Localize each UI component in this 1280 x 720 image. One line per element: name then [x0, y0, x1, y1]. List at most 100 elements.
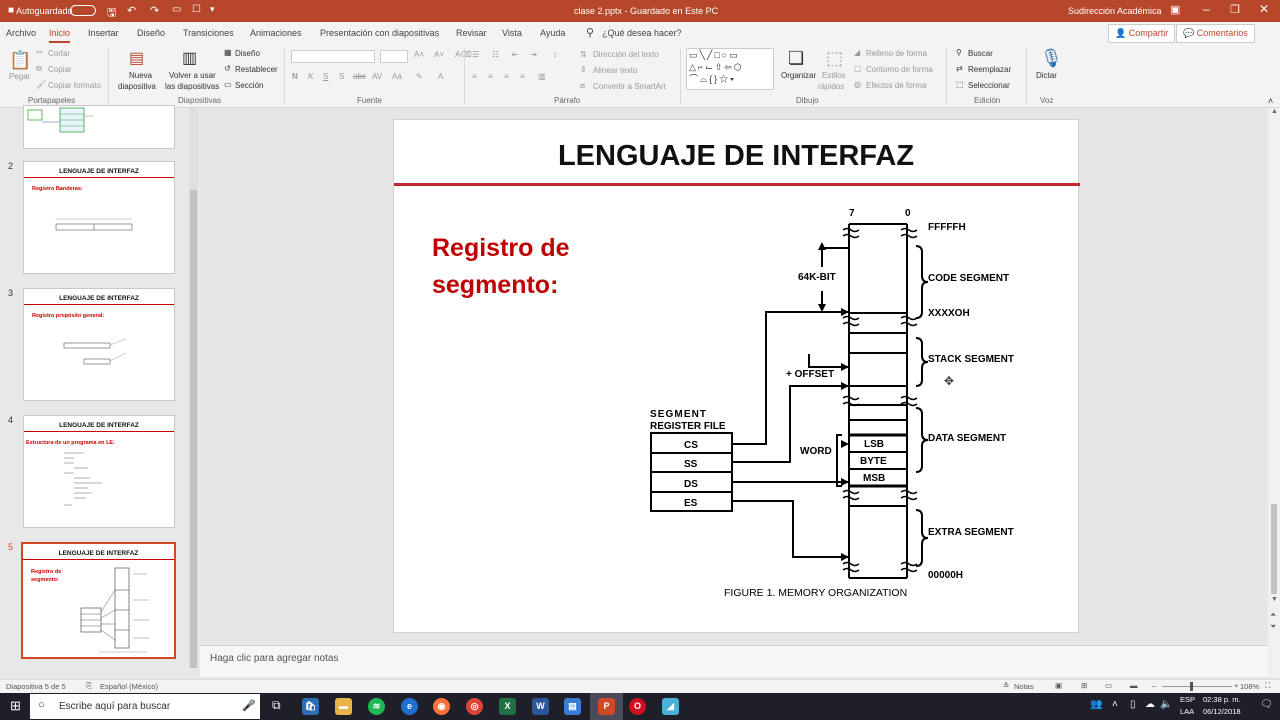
- save-icon[interactable]: ■: [8, 5, 15, 16]
- tray-chevron-icon[interactable]: ˄: [1112, 699, 1118, 710]
- shape-outline-button[interactable]: Contorno de forma: [866, 65, 933, 74]
- replace-button[interactable]: Reemplazar: [968, 65, 1012, 74]
- tab-revisar[interactable]: Revisar: [456, 28, 487, 38]
- thumbnail-scrollbar[interactable]: [189, 108, 198, 668]
- onedrive-icon[interactable]: ☁: [1145, 699, 1155, 710]
- reuse-slides-icon[interactable]: ▥: [182, 50, 198, 67]
- excel-icon[interactable]: X: [499, 698, 516, 715]
- fit-slide-icon[interactable]: ⛶: [1265, 681, 1271, 690]
- slide-thumbnail-4[interactable]: LENGUAJE DE INTERFAZ Estructura de un pr…: [23, 415, 175, 528]
- layout-icon[interactable]: ▦: [224, 48, 232, 57]
- shadow-icon[interactable]: S: [339, 72, 345, 81]
- change-case-icon[interactable]: Aa: [392, 72, 402, 81]
- italic-icon[interactable]: K: [308, 72, 314, 81]
- line-spacing-icon[interactable]: ↕: [553, 50, 557, 59]
- keyboard-lang-2[interactable]: LAA: [1180, 707, 1195, 716]
- highlight-icon[interactable]: ✎: [416, 72, 423, 81]
- customize-qat-icon[interactable]: ▾: [210, 4, 215, 14]
- comments-button[interactable]: 💬 Comentarios: [1176, 24, 1255, 43]
- slide-thumbnail-3[interactable]: LENGUAJE DE INTERFAZ Registro propósito …: [23, 288, 175, 401]
- dictate-button[interactable]: Dictar: [1036, 71, 1057, 80]
- align-left-icon[interactable]: ≡: [472, 72, 477, 81]
- close-icon[interactable]: ✕: [1259, 2, 1270, 16]
- quick-styles-label-1[interactable]: Estilos: [822, 71, 846, 80]
- replace-icon[interactable]: ⇄: [956, 64, 963, 73]
- justify-icon[interactable]: ≡: [520, 72, 525, 81]
- char-spacing-icon[interactable]: AV: [372, 72, 383, 81]
- align-center-icon[interactable]: ≡: [488, 72, 493, 81]
- zoom-slider[interactable]: [1162, 686, 1232, 687]
- microphone-icon[interactable]: 🎙: [1040, 48, 1063, 68]
- slide-thumbnail-1[interactable]: [23, 105, 175, 149]
- new-slide-label-2[interactable]: diapositiva: [118, 82, 156, 91]
- reuse-slides-label-2[interactable]: las diapositivas: [165, 82, 220, 91]
- tab-inicio[interactable]: Inicio: [49, 28, 71, 43]
- zoom-slider-thumb[interactable]: [1190, 682, 1193, 691]
- new-slide-label-1[interactable]: Nueva: [129, 71, 153, 80]
- align-text-icon[interactable]: ⇕: [580, 65, 587, 74]
- tab-vista[interactable]: Vista: [502, 28, 522, 38]
- notes-icon[interactable]: ≙: [1003, 681, 1010, 690]
- scroll-up-icon[interactable]: ▲: [1271, 108, 1278, 115]
- cut-button[interactable]: Cortar: [48, 49, 71, 58]
- columns-icon[interactable]: ▥: [538, 72, 546, 81]
- zoom-out-icon[interactable]: –: [1152, 681, 1157, 690]
- slide-thumbnail-5[interactable]: LENGUAJE DE INTERFAZ Registro de segment…: [21, 542, 176, 659]
- scroll-thumb[interactable]: [1271, 504, 1277, 594]
- word-icon[interactable]: W: [532, 698, 549, 715]
- scroll-down-icon[interactable]: ▼: [1271, 596, 1278, 603]
- people-icon[interactable]: 👥: [1090, 699, 1103, 710]
- quick-styles-icon[interactable]: ⬚: [826, 48, 844, 68]
- tab-archivo[interactable]: Archivo: [6, 28, 37, 38]
- shape-effects-button[interactable]: Efectos de forma: [866, 81, 927, 90]
- tab-ayuda[interactable]: Ayuda: [540, 28, 566, 38]
- copy-icon[interactable]: ⧉: [36, 64, 42, 73]
- slide-title[interactable]: LENGUAJE DE INTERFAZ: [557, 140, 915, 172]
- edge-icon[interactable]: e: [401, 698, 418, 715]
- underline-icon[interactable]: S: [323, 72, 329, 81]
- microphone-icon[interactable]: 🎤: [242, 700, 256, 712]
- section-button[interactable]: Sección: [235, 81, 264, 90]
- reuse-slides-label-1[interactable]: Volver a usar: [169, 71, 216, 80]
- slide-scrollbar[interactable]: ▲ ▼ ⏶ ⏷: [1268, 108, 1280, 678]
- present-icon[interactable]: ▭: [172, 4, 182, 15]
- slide-canvas[interactable]: LENGUAJE DE INTERFAZ Registro de segment…: [393, 119, 1080, 633]
- file-explorer-icon[interactable]: ▬: [335, 698, 352, 715]
- share-button[interactable]: 👤 Compartir: [1108, 24, 1176, 43]
- touch-mode-icon[interactable]: ☐: [192, 4, 201, 15]
- slide-heading-line-2[interactable]: segmento:: [432, 271, 559, 299]
- normal-view-icon[interactable]: ▣: [1055, 681, 1063, 690]
- tab-diseno[interactable]: Diseño: [137, 28, 166, 38]
- bullets-icon[interactable]: ☰: [472, 50, 480, 59]
- text-direction-icon[interactable]: ⇅: [580, 50, 587, 59]
- quick-styles-label-2[interactable]: rápidos: [818, 82, 845, 91]
- decrease-indent-icon[interactable]: ⇤: [512, 50, 519, 59]
- smartart-button[interactable]: Convertir a SmartArt: [593, 82, 666, 91]
- reading-view-icon[interactable]: ▭: [1105, 681, 1113, 690]
- minimize-icon[interactable]: –: [1203, 2, 1210, 16]
- layout-button[interactable]: Diseño: [235, 49, 260, 58]
- tab-animaciones[interactable]: Animaciones: [250, 28, 302, 38]
- find-button[interactable]: Buscar: [968, 49, 993, 58]
- reset-icon[interactable]: ↺: [224, 64, 231, 73]
- shape-fill-button[interactable]: Relleno de forma: [866, 49, 927, 58]
- reset-button[interactable]: Restablecer: [235, 65, 278, 74]
- grow-font-icon[interactable]: A˄: [414, 50, 425, 59]
- new-slide-icon[interactable]: ▤: [129, 50, 145, 67]
- tab-transiciones[interactable]: Transiciones: [183, 28, 234, 38]
- task-view-icon[interactable]: ⧉: [272, 698, 281, 712]
- account-name[interactable]: Sudirección Académica: [1068, 6, 1162, 16]
- clock-time[interactable]: 02:38 p. m.: [1203, 695, 1241, 704]
- search-icon[interactable]: ⚲: [956, 48, 962, 57]
- bold-icon[interactable]: N: [292, 72, 298, 81]
- slide-sorter-icon[interactable]: ⊞: [1081, 681, 1088, 690]
- notes-placeholder[interactable]: Haga clic para agregar notas: [210, 653, 339, 664]
- folder-icon[interactable]: ▤: [564, 698, 581, 715]
- spotify-icon[interactable]: ≋: [368, 698, 385, 715]
- clock-date[interactable]: 06/12/2018: [1203, 707, 1241, 716]
- arrange-icon[interactable]: ❏: [788, 48, 805, 68]
- keyboard-lang-1[interactable]: ESP: [1180, 695, 1196, 704]
- notifications-icon[interactable]: 🗨: [1260, 699, 1273, 710]
- volume-icon[interactable]: 🔈: [1160, 699, 1173, 710]
- slide-thumbnail-2[interactable]: LENGUAJE DE INTERFAZ Registro Banderas:: [23, 161, 175, 274]
